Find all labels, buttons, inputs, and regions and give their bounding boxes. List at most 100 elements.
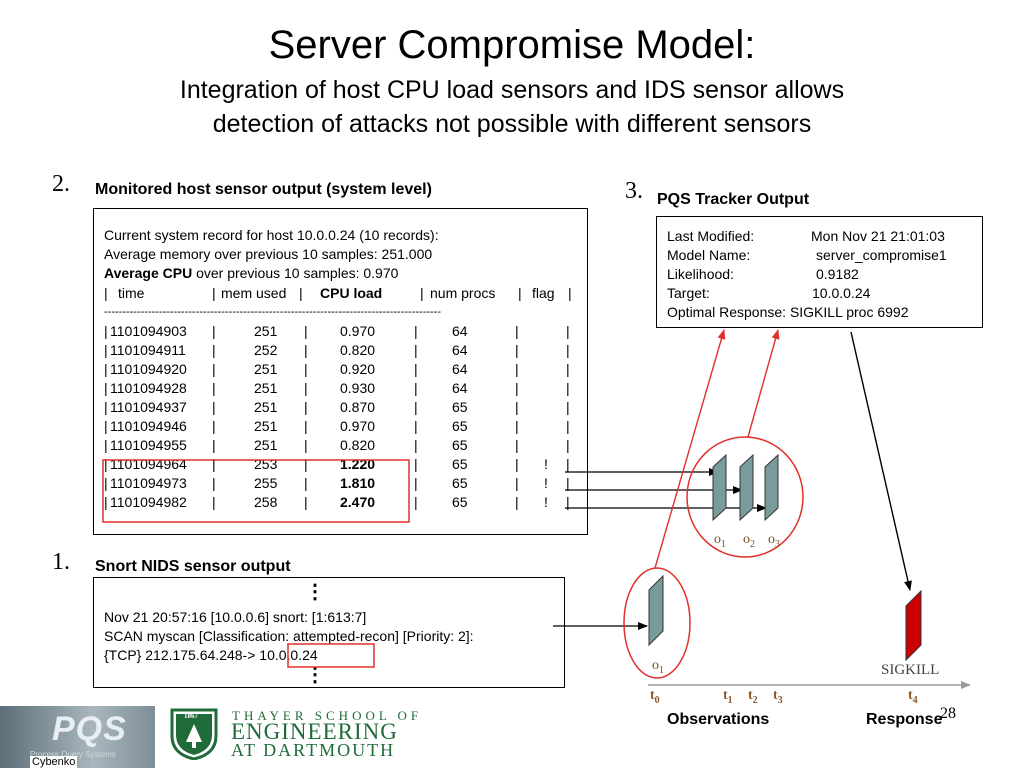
- cell-cpu: 0.930: [340, 380, 376, 396]
- cell-time: 1101094937: [110, 399, 187, 415]
- pipe: |: [304, 475, 308, 491]
- pipe: |: [566, 494, 570, 510]
- pipe: |: [414, 494, 418, 510]
- cell-mem: 255: [254, 475, 278, 491]
- pipe: |: [212, 399, 216, 415]
- pipe: |: [566, 380, 570, 396]
- pqs-optimal-response: Optimal Response: SIGKILL proc 6992: [667, 304, 909, 320]
- cell-procs: 65: [452, 456, 468, 472]
- cell-procs: 64: [452, 361, 468, 377]
- pipe: |: [104, 437, 108, 453]
- pipe: |: [566, 342, 570, 358]
- snort-observation-ellipse: [623, 567, 691, 679]
- tick-t1: t1: [723, 688, 733, 706]
- pipe: |: [566, 418, 570, 434]
- tick-t0: t0: [650, 688, 660, 706]
- label-o1: o1: [714, 532, 726, 550]
- pipe: |: [104, 380, 108, 396]
- pipe: |: [414, 418, 418, 434]
- header-cpu: CPU load: [320, 285, 383, 301]
- school-line-3: AT DARTMOUTH: [231, 740, 396, 760]
- average-cpu-line: Average CPU over previous 10 samples: 0.…: [104, 264, 398, 283]
- label-o2: o2: [743, 532, 755, 550]
- section-1-number: 1.: [52, 549, 70, 575]
- label-o3: o3: [768, 532, 780, 550]
- cell-cpu: 0.970: [340, 323, 376, 339]
- section-2-number: 2.: [52, 171, 70, 197]
- observation-o1: [712, 453, 727, 522]
- snort-line-2: SCAN myscan [Classification: attempted-r…: [104, 628, 474, 644]
- pipe: |: [104, 342, 108, 358]
- average-memory-line: Average memory over previous 10 samples:…: [104, 246, 433, 262]
- cell-procs: 65: [452, 475, 468, 491]
- shield-year: 1867: [184, 712, 198, 720]
- pipe: |: [212, 342, 216, 358]
- dartmouth-shield-icon: [170, 708, 218, 760]
- flagged-rows-highlight: [102, 459, 410, 523]
- pipe: |: [515, 399, 519, 415]
- table-row: |1101094973|255|1.810|65|!|: [104, 474, 574, 493]
- table-row: |1101094955|251|0.820|65||: [104, 436, 574, 455]
- pipe: |: [212, 475, 216, 491]
- pipe: |: [212, 418, 216, 434]
- pqs-logo-text: PQS: [52, 710, 127, 748]
- pipe: |: [304, 361, 308, 377]
- host-record-line: Current system record for host 10.0.0.24…: [104, 227, 439, 243]
- pipe: |: [104, 399, 108, 415]
- header-flag: flag: [532, 285, 555, 301]
- pipe: |: [414, 323, 418, 339]
- pipe: |: [304, 342, 308, 358]
- observation-o2: [739, 453, 754, 522]
- cell-time: 1101094973: [110, 475, 187, 491]
- response-sigkill-shape: [905, 589, 922, 662]
- pipe: |: [566, 399, 570, 415]
- snort-line-1: Nov 21 20:57:16 [10.0.0.6] snort: [1:613…: [104, 609, 367, 625]
- section-2-heading: Monitored host sensor output (system lev…: [95, 181, 432, 198]
- cell-cpu: 1.810: [340, 475, 376, 491]
- cell-procs: 65: [452, 399, 468, 415]
- school-line-1: THAYER SCHOOL OF: [232, 708, 423, 723]
- pipe: |: [104, 418, 108, 434]
- tracker-to-response-arrow: [850, 331, 912, 591]
- cell-time: 1101094920: [110, 361, 187, 377]
- cell-flag: !: [544, 494, 548, 510]
- observations-label: Observations: [667, 711, 770, 728]
- pipe: |: [515, 323, 519, 339]
- pqs-tracker-box: Last Modified: Mon Nov 21 21:01:03 Model…: [656, 216, 983, 328]
- label-snort-o1: o1: [652, 658, 664, 676]
- cell-cpu: 0.820: [340, 437, 376, 453]
- pipe: |: [212, 494, 216, 510]
- subtitle-line-1: Integration of host CPU load sensors and…: [179, 76, 845, 104]
- page-title: Server Compromise Model:: [268, 23, 756, 67]
- observation-o3: [764, 453, 779, 522]
- pipe: |: [304, 418, 308, 434]
- cell-time: 1101094955: [110, 437, 187, 453]
- header-time: time: [118, 285, 145, 301]
- pipe: |: [212, 380, 216, 396]
- pipe: |: [104, 323, 108, 339]
- ellipsis-bottom: ⋮: [305, 664, 325, 686]
- pipe: |: [304, 380, 308, 396]
- target-ip-highlight: [287, 643, 375, 668]
- pipe: |: [515, 456, 519, 472]
- table-row: |1101094911|252|0.820|64||: [104, 341, 574, 360]
- table-header: | time | mem used | CPU load | num procs…: [104, 284, 574, 303]
- cell-mem: 252: [254, 342, 278, 358]
- pipe: |: [420, 285, 424, 301]
- cell-time: 1101094982: [110, 494, 187, 510]
- cell-procs: 64: [452, 342, 468, 358]
- cell-flag: !: [544, 475, 548, 491]
- header-mem: mem used: [221, 285, 287, 301]
- pipe: |: [304, 456, 308, 472]
- tick-t4: t4: [908, 688, 918, 706]
- pqs-value-last-modified: Mon Nov 21 21:01:03: [811, 228, 945, 244]
- pipe: |: [414, 399, 418, 415]
- pipe: |: [104, 494, 108, 510]
- pqs-value-likelihood: 0.9182: [816, 266, 859, 282]
- red-line-group-to-tracker: [747, 329, 780, 438]
- pipe: |: [212, 285, 216, 301]
- cell-cpu: 0.870: [340, 399, 376, 415]
- cell-time: 1101094928: [110, 380, 187, 396]
- pipe: |: [104, 475, 108, 491]
- section-3-number: 3.: [625, 178, 643, 204]
